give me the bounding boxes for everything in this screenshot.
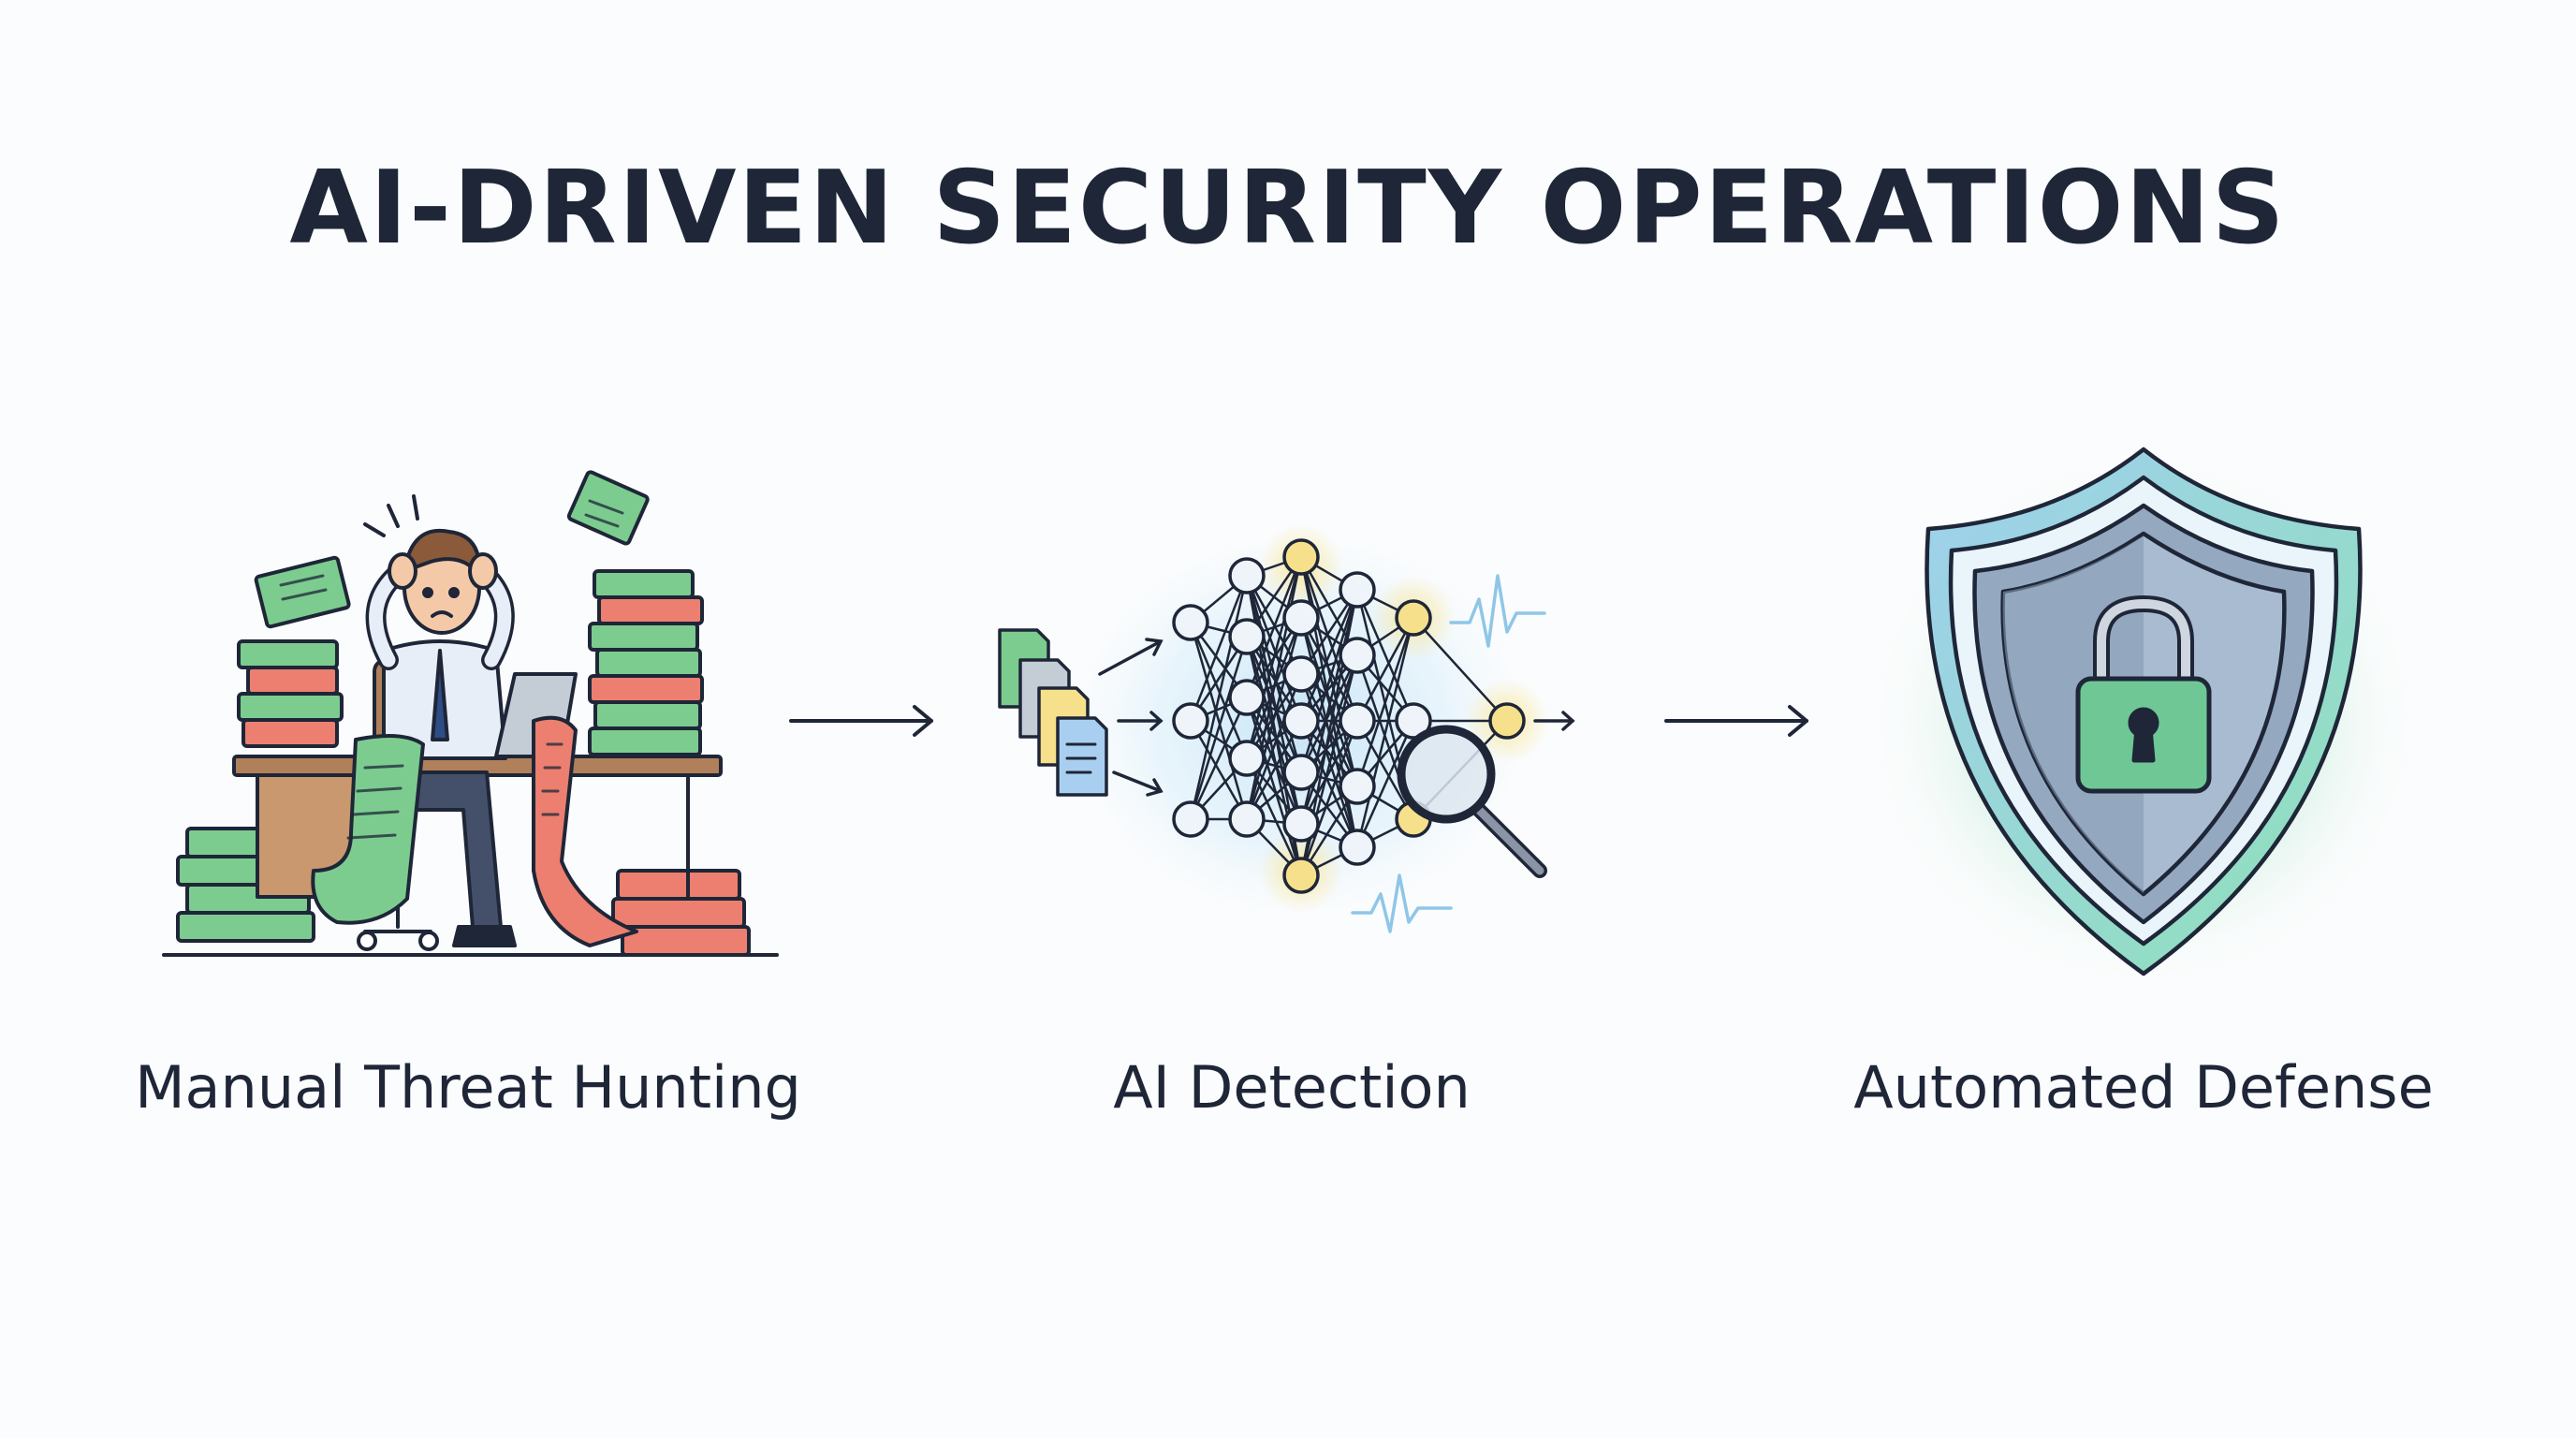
network-edge [1189, 697, 1249, 820]
network-node [1228, 679, 1266, 716]
network-node [1228, 557, 1266, 594]
network-edge [1189, 636, 1249, 820]
network-node [1339, 702, 1376, 740]
network-edge [1355, 617, 1415, 787]
network-node [1282, 805, 1320, 843]
network-edge [1189, 575, 1249, 820]
network-node [1282, 599, 1320, 637]
network-node [1172, 604, 1209, 641]
network-edge [1299, 589, 1359, 722]
network-node [1282, 857, 1320, 894]
network-edge [1189, 575, 1249, 722]
network-edge [1299, 617, 1359, 722]
network-edge [1355, 720, 1415, 848]
network-edge [1355, 617, 1415, 722]
stage-label-ai-detection: AI Detection [1113, 1053, 1471, 1122]
shield-lock-illustration [1863, 447, 2424, 992]
network-node [1172, 702, 1209, 740]
network-edge [1245, 556, 1303, 820]
network-node [1339, 637, 1376, 674]
neural-network-illustration [998, 510, 1575, 941]
network-node [1395, 599, 1432, 637]
network-edge [1189, 622, 1249, 759]
network-node [1339, 768, 1376, 805]
stage-label-manual-threat-hunting: Manual Threat Hunting [135, 1053, 801, 1122]
arrow-icon [789, 705, 933, 737]
network-edge [1245, 636, 1303, 825]
network-node [1228, 740, 1266, 777]
network-node [1228, 618, 1266, 655]
network-edge [1245, 556, 1303, 698]
network-node [1339, 571, 1376, 609]
network-edge [1355, 589, 1415, 722]
network-edge [1299, 589, 1359, 773]
network-edge [1412, 617, 1508, 722]
network-edge [1355, 617, 1415, 848]
page-title: AI-DRIVEN SECURITY OPERATIONS [289, 150, 2287, 267]
network-edge [1189, 622, 1249, 820]
stage-label-automated-defense: Automated Defense [1853, 1053, 2434, 1122]
network-edge [1355, 720, 1415, 820]
network-node [1282, 538, 1320, 576]
network-edge [1245, 697, 1303, 825]
network-node [1488, 702, 1526, 740]
stressed-analyst-illustration [162, 470, 779, 957]
network-edge [1245, 720, 1303, 820]
network-edge [1245, 617, 1303, 820]
network-edge [1299, 720, 1359, 825]
network-node [1282, 702, 1320, 740]
network-edge [1299, 654, 1359, 825]
network-edge [1245, 556, 1303, 759]
network-edge [1245, 673, 1303, 820]
network-edge [1189, 720, 1249, 820]
network-node [1228, 800, 1266, 838]
network-edge [1299, 654, 1359, 773]
network-edge [1245, 636, 1303, 773]
network-node [1282, 754, 1320, 791]
network-edge [1299, 720, 1359, 876]
network-node [1172, 800, 1209, 838]
network-node [1339, 829, 1376, 866]
arrow-icon [1664, 705, 1808, 737]
network-node [1282, 655, 1320, 693]
